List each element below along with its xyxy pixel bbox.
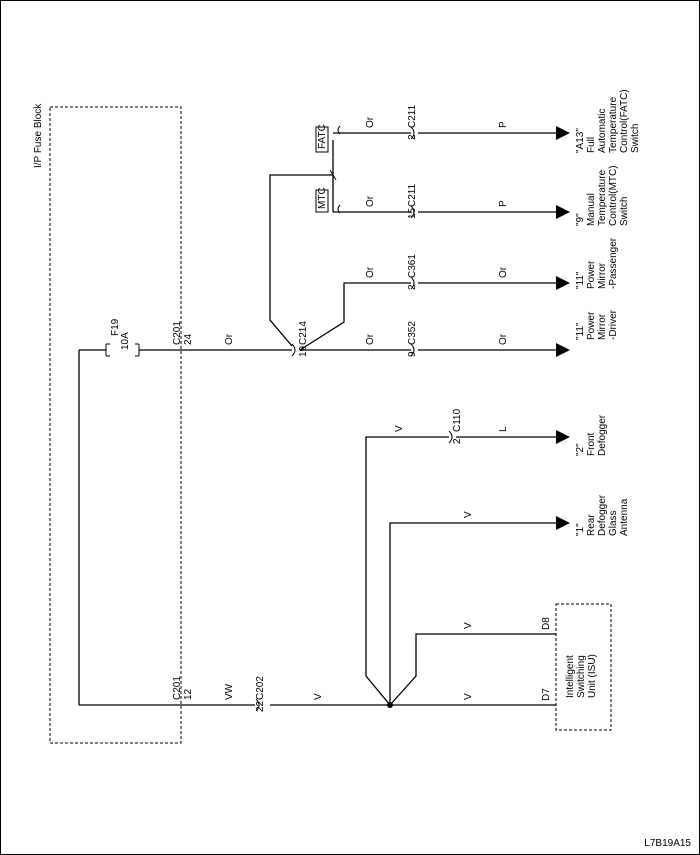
c201-top-name: C201 xyxy=(172,321,183,345)
c201-top-pin: 24 xyxy=(183,333,194,345)
c352-symbol xyxy=(410,343,415,357)
arrow-rear-defogger xyxy=(556,516,570,530)
c110-pin: 2 xyxy=(452,438,463,444)
dest-mirror-driver-1: Power xyxy=(586,311,597,340)
dest-mirror-pass-2: Mirror xyxy=(597,262,608,289)
wire-splice-to-rear-defogger xyxy=(389,522,556,705)
fuse-bracket-left xyxy=(105,343,110,357)
isu-label-1: Switching xyxy=(576,655,587,698)
dest-rear-3: Glass xyxy=(608,510,619,536)
arrow-mtc xyxy=(556,205,570,219)
c361-name: C361 xyxy=(407,254,418,278)
dest-rear-4: Antenna xyxy=(619,498,630,536)
c211-mtc-symbol xyxy=(410,205,415,219)
wire-c214-to-options xyxy=(269,174,333,347)
dest-rear-2: Defogger xyxy=(597,494,608,536)
arrow-fatc xyxy=(556,126,570,140)
dest-fatc-3: Temperature xyxy=(608,96,619,153)
fuse-bracket-right xyxy=(135,343,140,357)
isu-pin-d8: D8 xyxy=(541,617,552,630)
wire-color-or-fatc: Or xyxy=(365,116,376,128)
wire-color-vw: VW xyxy=(224,683,235,700)
c110-symbol xyxy=(448,430,453,444)
c211-fatc-symbol xyxy=(410,126,415,140)
fatc-tag: FATC xyxy=(317,124,328,149)
c214-name: C214 xyxy=(298,321,309,345)
wire-color-or-pass-2: Or xyxy=(498,266,509,278)
c201-bottom-pin: 12 xyxy=(183,688,194,700)
c352-name: C352 xyxy=(407,321,418,345)
fatc-tag-box xyxy=(315,126,329,153)
fuse-block-outline xyxy=(49,106,182,744)
dest-fatc-1: Full xyxy=(586,137,597,153)
c202-pin: 22 xyxy=(255,700,266,712)
c201-bottom-name: C201 xyxy=(172,676,183,700)
wire-c214-to-c361 xyxy=(299,282,411,351)
wire-color-or-pass-1: Or xyxy=(365,266,376,278)
wire-color-or-driver-1: Or xyxy=(365,333,376,345)
wire-color-or-mtc: Or xyxy=(365,195,376,207)
isu-pin-d7: D7 xyxy=(541,688,552,701)
wire-color-p-mtc: P xyxy=(498,200,509,207)
wire-color-p-fatc: P xyxy=(498,121,509,128)
dest-mirror-driver-2: Mirror xyxy=(597,313,608,340)
c352-pin: 9 xyxy=(407,351,418,357)
isu-outline xyxy=(555,603,612,731)
wire-color-l-front: L xyxy=(498,426,509,432)
dest-fatc-0: "A13" xyxy=(575,128,586,153)
dest-mirror-driver-0: "11" xyxy=(575,322,586,340)
c211-fatc-name: C211 xyxy=(407,104,418,128)
dest-front-0: "2" xyxy=(575,443,586,456)
dest-rear-0: "1" xyxy=(575,523,586,536)
wire-color-or-main: Or xyxy=(224,333,235,345)
dest-mtc-1: Manual xyxy=(586,193,597,226)
dest-front-2: Defogger xyxy=(597,414,608,456)
dest-mirror-pass-1: Power xyxy=(586,260,597,289)
dest-fatc-4: Control(FATC) xyxy=(619,89,630,153)
dest-mirror-pass-0: "11" xyxy=(575,271,586,289)
fuse-id: F19 xyxy=(110,318,121,336)
mtc-tag: MTC xyxy=(317,187,328,209)
arrow-mirror-pass xyxy=(556,276,570,290)
dest-mtc-0: "9" xyxy=(575,213,586,226)
c214-pin: 19 xyxy=(298,345,309,357)
dest-rear-1: Rear xyxy=(586,514,597,536)
wire-splice-to-c110 xyxy=(365,436,449,706)
mtc-tag-box xyxy=(315,189,329,213)
dest-mirror-pass-3: -Passenger xyxy=(608,237,619,289)
c211-mtc-name: C211 xyxy=(407,183,418,207)
wire-color-v-main: V xyxy=(313,693,324,700)
wire-color-v-d8: V xyxy=(463,622,474,629)
wire-color-v-d7: V xyxy=(463,693,474,700)
c361-symbol xyxy=(410,276,415,290)
c202-symbol xyxy=(255,698,260,712)
dest-mtc-3: Control(MTC) xyxy=(608,165,619,226)
arrow-front-defogger xyxy=(556,430,570,444)
c211-fatc-pin: 2 xyxy=(407,134,418,140)
c202-name: C202 xyxy=(255,676,266,700)
wire-splice-to-d8 xyxy=(389,633,556,706)
c214-symbol xyxy=(291,343,296,357)
dest-mirror-driver-3: -Driver xyxy=(608,309,619,340)
dest-mtc-2: Temperature xyxy=(597,169,608,226)
c211-mtc-pin: 15 xyxy=(407,207,418,219)
wire-color-v-rear: V xyxy=(463,511,474,518)
isu-label-0: Intelligent xyxy=(565,655,576,698)
c361-pin: 2 xyxy=(407,284,418,290)
fuse-block-label: I/P Fuse Block xyxy=(33,103,44,168)
dest-fatc-5: Switch xyxy=(630,124,641,153)
isu-label-2: Unit (ISU) xyxy=(587,654,598,698)
fuse-rating: 10A xyxy=(120,332,131,350)
arrow-mirror-driver xyxy=(556,343,570,357)
dest-mtc-4: Switch xyxy=(619,197,630,226)
dest-front-1: Front xyxy=(586,432,597,456)
wire-color-or-driver-2: Or xyxy=(498,333,509,345)
wire-color-v-front: V xyxy=(394,425,405,432)
dest-fatc-2: Automatic xyxy=(597,109,608,153)
c110-name: C110 xyxy=(452,408,463,432)
diagram-id: L7B19A15 xyxy=(644,838,691,849)
